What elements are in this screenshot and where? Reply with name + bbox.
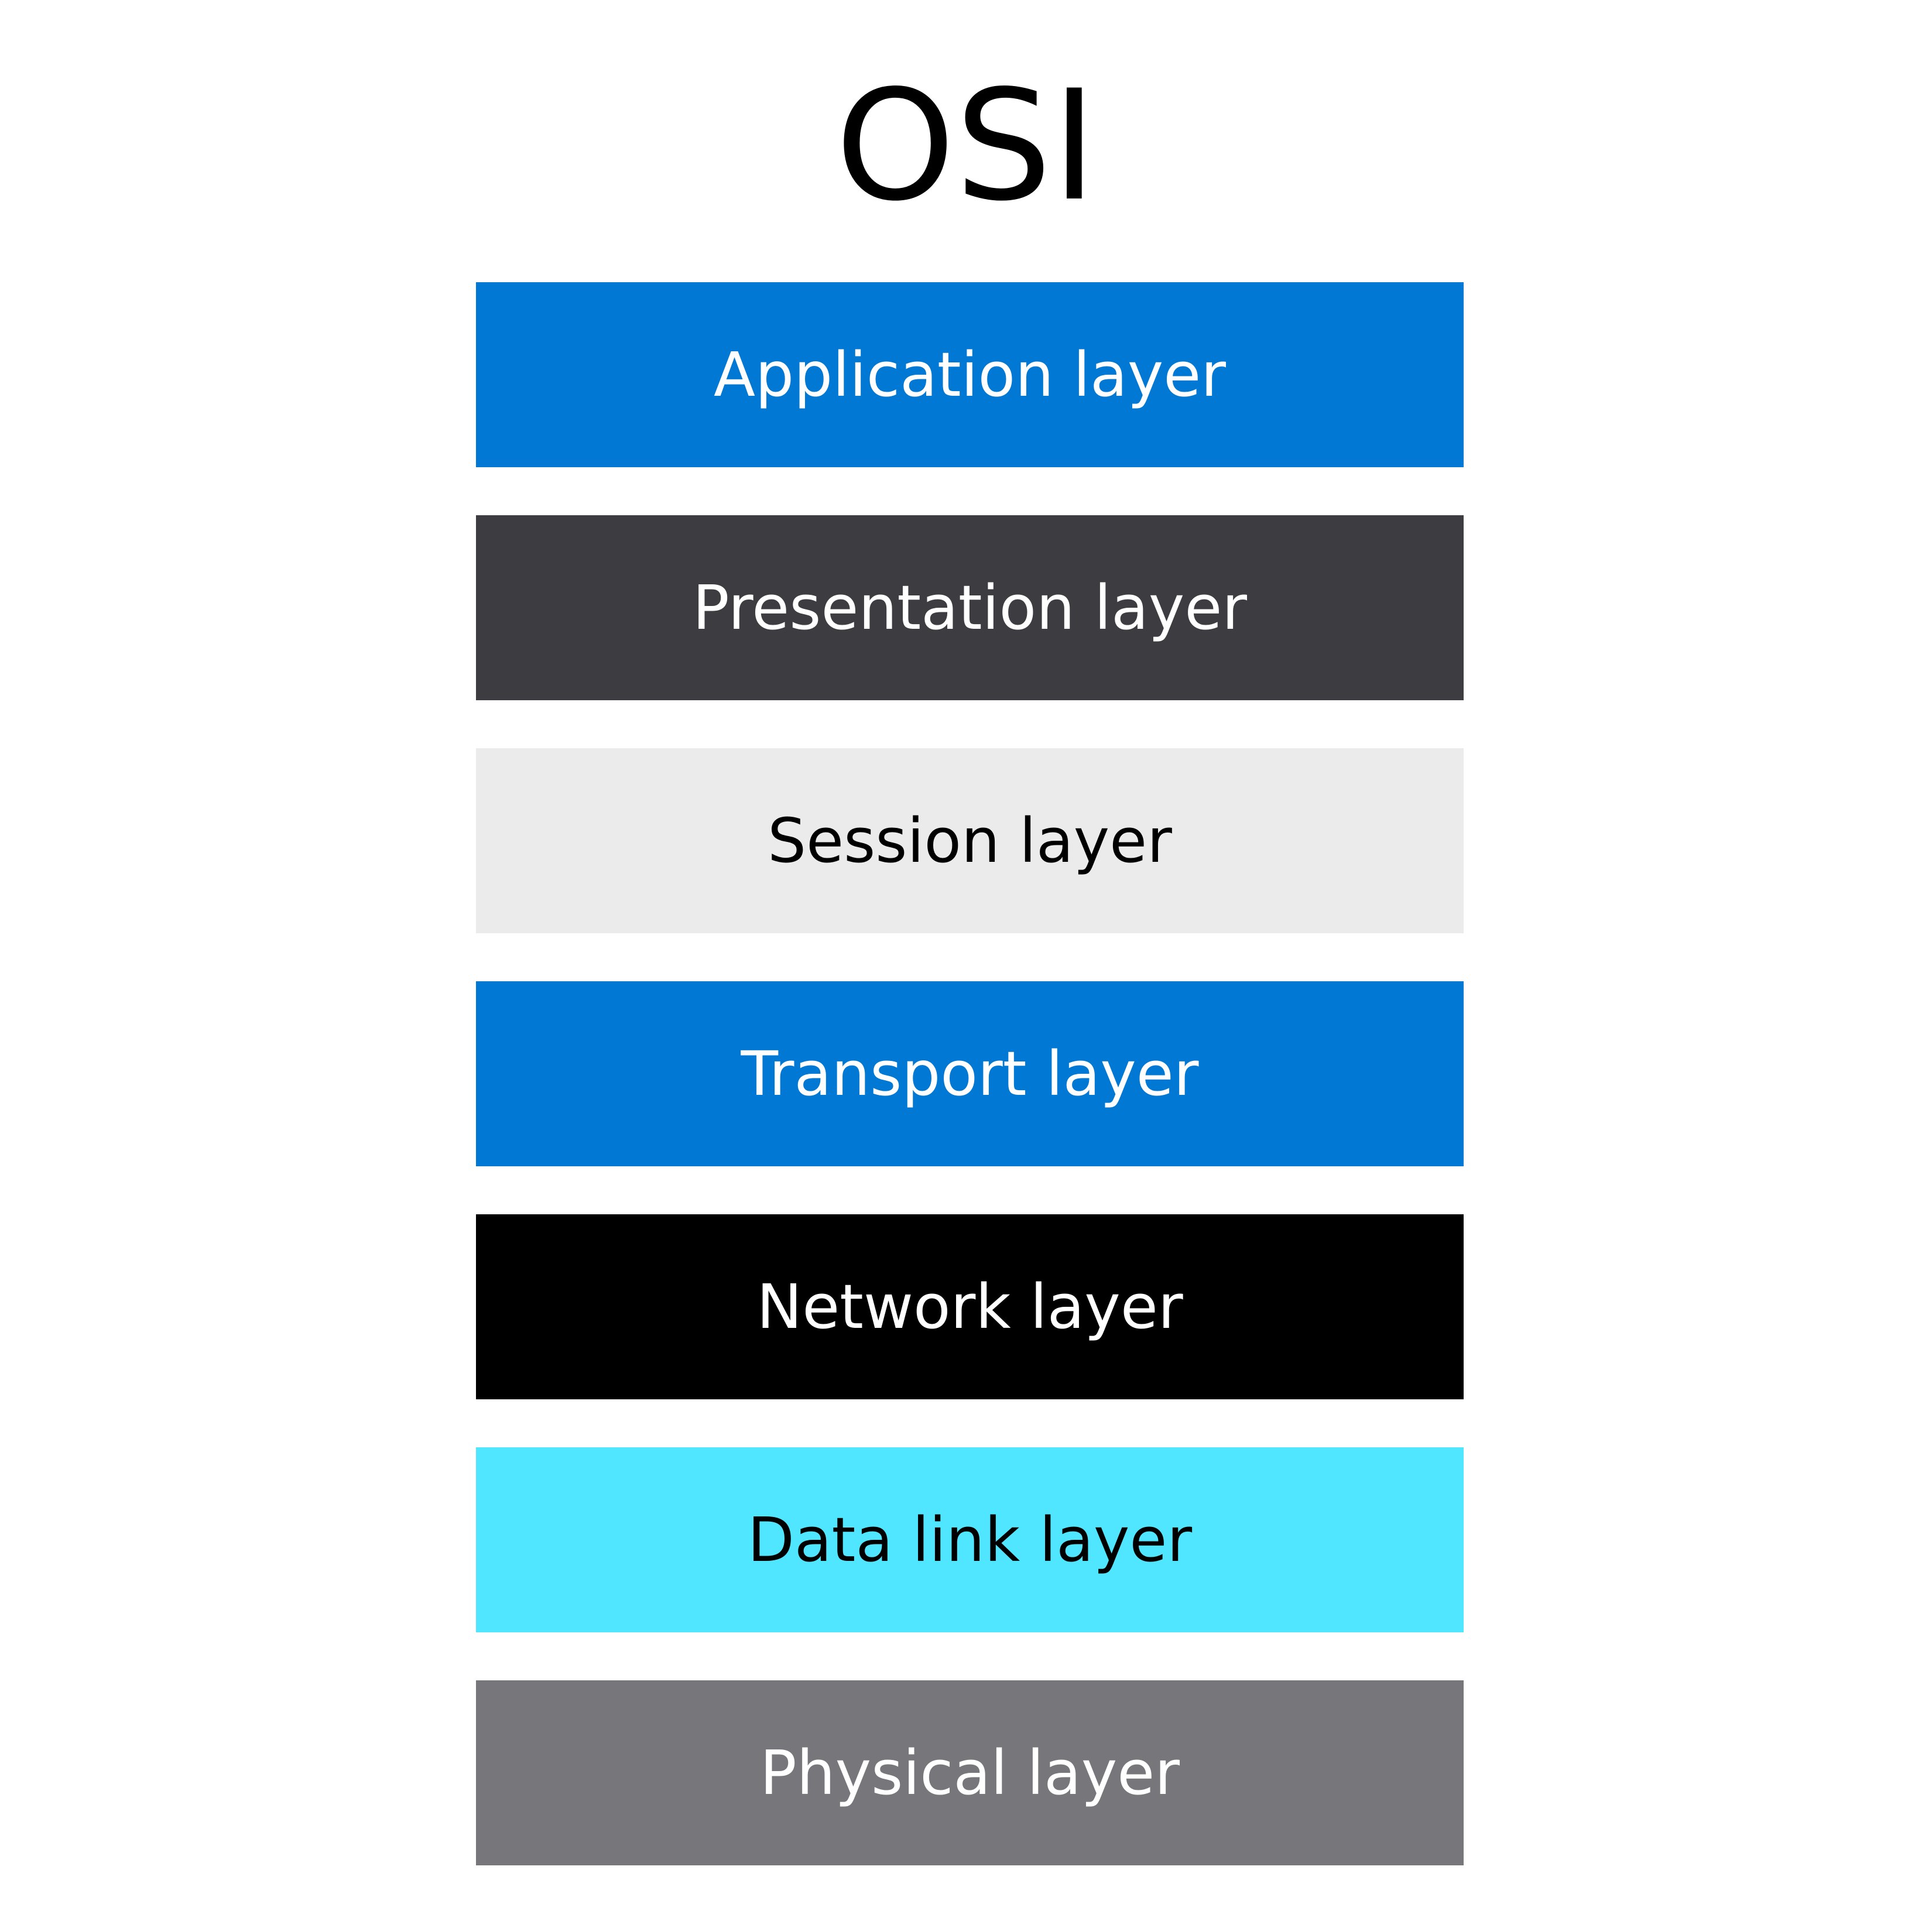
layer-transport: Transport layer [476,981,1464,1166]
diagram-title: OSI [835,58,1097,235]
layer-label: Physical layer [759,1737,1180,1809]
layer-physical: Physical layer [476,1680,1464,1865]
osi-layer-stack: Application layer Presentation layer Ses… [476,282,1464,1865]
layer-application: Application layer [476,282,1464,467]
layer-label: Data link layer [747,1504,1193,1576]
layer-label: Transport layer [741,1038,1199,1109]
layer-data-link: Data link layer [476,1447,1464,1632]
layer-label: Network layer [756,1271,1183,1343]
layer-presentation: Presentation layer [476,515,1464,700]
layer-network: Network layer [476,1214,1464,1399]
layer-label: Application layer [713,339,1227,410]
layer-label: Session layer [768,805,1172,876]
layer-session: Session layer [476,748,1464,933]
layer-label: Presentation layer [692,572,1248,643]
